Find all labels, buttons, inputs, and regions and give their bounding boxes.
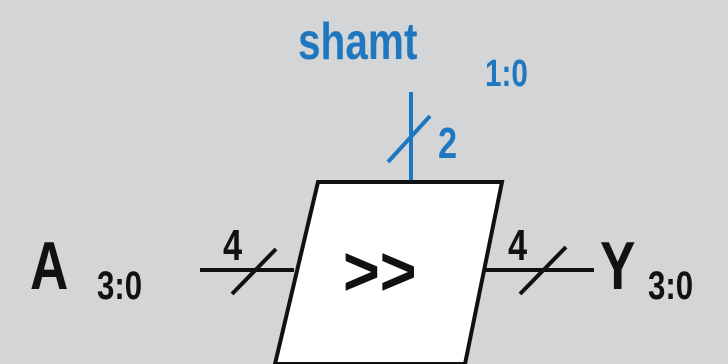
shamt-name: shamt bbox=[298, 13, 418, 71]
shamt-range-label: 1:0 bbox=[485, 55, 528, 93]
input-a-label: A bbox=[30, 232, 68, 300]
shamt-range: 1:0 bbox=[485, 53, 528, 95]
shamt-width: 2 bbox=[438, 119, 458, 168]
input-a-bus-slash bbox=[230, 247, 278, 296]
output-y-range: 3:0 bbox=[648, 264, 694, 308]
input-a-range-label: 3:0 bbox=[97, 266, 142, 306]
input-a-width: 4 bbox=[223, 221, 243, 270]
shifter-block bbox=[272, 180, 505, 364]
input-a-name: A bbox=[30, 228, 69, 304]
shift-symbol-label: >> bbox=[343, 236, 417, 306]
shamt-label: shamt bbox=[298, 16, 417, 68]
output-y-bus-slash bbox=[518, 245, 568, 296]
input-a-width-label: 4 bbox=[223, 224, 242, 268]
output-y-label: Y bbox=[600, 232, 635, 300]
output-y-width: 4 bbox=[508, 221, 528, 270]
input-a-range: 3:0 bbox=[97, 264, 143, 308]
output-y-width-label: 4 bbox=[508, 224, 527, 268]
output-y-range-label: 3:0 bbox=[648, 266, 693, 306]
shamt-bus-slash bbox=[386, 114, 432, 164]
shamt-width-label: 2 bbox=[438, 122, 457, 166]
output-y-name: Y bbox=[600, 228, 636, 304]
shift-symbol: >> bbox=[343, 232, 417, 310]
